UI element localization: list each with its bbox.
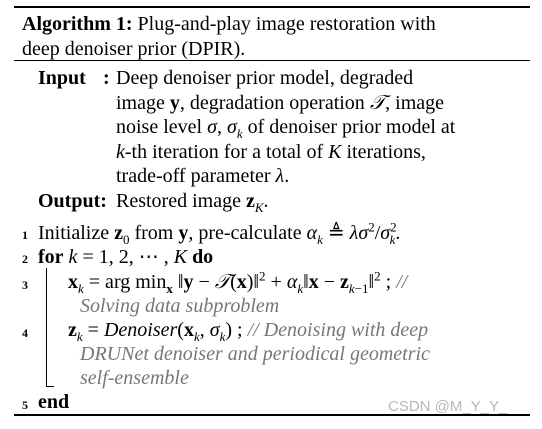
algorithm-title-line2: deep denoiser prior (DPIR). bbox=[22, 38, 246, 60]
input-colon: : bbox=[103, 67, 110, 89]
input-label: Input bbox=[38, 67, 86, 89]
step-4-comment-line3: self-ensemble bbox=[80, 367, 189, 389]
input-line-3: noise level σ, σk of denoiser prior mode… bbox=[116, 116, 456, 141]
input-line-4: k-th iteration for a total of K iteratio… bbox=[116, 140, 426, 163]
top-rule bbox=[14, 6, 530, 8]
step-1: Initialize z0 from y, pre-calculate αk ≜… bbox=[38, 219, 401, 247]
line-number-5: 5 bbox=[22, 398, 28, 412]
line-number-3: 3 bbox=[22, 278, 28, 292]
algorithm-title-line1: Plug-and-play image restoration with bbox=[137, 13, 436, 35]
loop-bracket-end bbox=[46, 386, 54, 387]
input-description: Deep denoiser prior model, degraded imag… bbox=[116, 66, 516, 189]
input-line-2: image y, degradation operation 𝒯, image bbox=[116, 91, 445, 114]
header-rule bbox=[14, 60, 530, 61]
line-number-4: 4 bbox=[22, 326, 28, 340]
algorithm-label: Algorithm 1: bbox=[22, 13, 133, 35]
loop-bracket bbox=[46, 268, 47, 386]
step-5-end: end bbox=[38, 391, 70, 413]
line-number-2: 2 bbox=[22, 252, 28, 266]
algorithm-header: Algorithm 1: Plug-and-play image restora… bbox=[22, 12, 522, 62]
step-2: for k = 1, 2, ⋯ , K do bbox=[38, 246, 214, 268]
step-4: zk = Denoiser(xk, σk) ; // Denoising wit… bbox=[68, 319, 429, 344]
step-4-comment-line2: DRUNet denoiser and periodical geometric bbox=[80, 343, 430, 365]
input-line-1: Deep denoiser prior model, degraded bbox=[116, 67, 414, 89]
bottom-rule bbox=[14, 414, 530, 416]
input-line-5: trade-off parameter λ. bbox=[116, 165, 290, 187]
step-3-comment: Solving data subproblem bbox=[80, 295, 280, 317]
output-text: Restored image zK. bbox=[116, 190, 269, 215]
watermark: CSDN @M_Y_Y_ bbox=[388, 398, 508, 415]
line-number-1: 1 bbox=[22, 228, 28, 242]
output-label: Output: bbox=[38, 190, 107, 212]
step-3: xk = arg minx ‖y − 𝒯(x)‖2 + αk‖x − zk−1‖… bbox=[68, 268, 408, 296]
